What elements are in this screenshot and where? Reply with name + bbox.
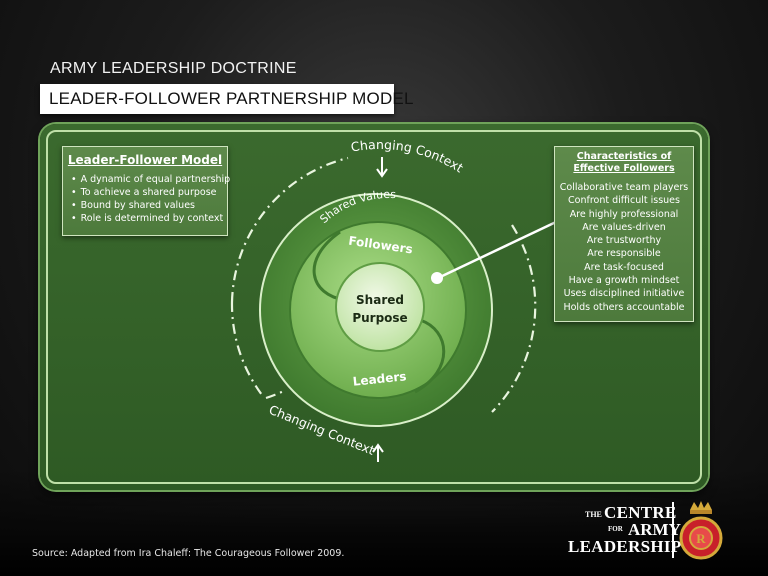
characteristics-heading-line1: Characteristics of	[576, 151, 672, 162]
characteristic-item: Are highly professional	[569, 208, 679, 220]
logo-army: ARMY	[628, 520, 681, 539]
crest-icon: R	[679, 501, 723, 560]
effective-followers-box: Characteristics of Effective Followers C…	[554, 146, 694, 322]
characteristic-item: Holds others accountable	[563, 301, 685, 313]
characteristics-heading-line2: Effective Followers	[573, 163, 675, 174]
model-bullet: To achieve a shared purpose	[71, 186, 227, 199]
center-label-line2: Purpose	[352, 311, 407, 325]
logo-centre: CENTRE	[604, 503, 677, 522]
logo-leadership: LEADERSHIP	[568, 537, 682, 556]
characteristics-heading: Characteristics of Effective Followers	[555, 151, 693, 175]
arrow-up-icon	[372, 443, 384, 462]
characteristic-item: Are task-focused	[584, 261, 664, 273]
model-bullet: A dynamic of equal partnership	[71, 173, 231, 186]
leaders-label: Leaders	[352, 369, 407, 389]
context-circle-right	[491, 224, 537, 413]
characteristic-item: Uses disciplined initiative	[563, 288, 685, 300]
connector-line	[437, 220, 557, 280]
swirl-divider	[312, 230, 446, 394]
svg-text:R: R	[696, 531, 706, 546]
characteristic-item: Are responsible	[587, 248, 661, 260]
characteristic-item: Confront difficult issues	[568, 195, 680, 207]
shared-purpose-circle	[335, 262, 425, 352]
characteristics-list: Collaborative team players Confront diff…	[555, 181, 693, 314]
characteristic-item: Collaborative team players	[559, 182, 689, 193]
page-title-box: LEADER-FOLLOWER PARTNERSHIP MODEL	[40, 84, 413, 114]
leader-follower-model-box: Leader-Follower Model A dynamic of equal…	[62, 146, 231, 236]
logo-the: THE	[585, 510, 602, 519]
characteristic-item: Have a growth mindset	[568, 275, 680, 287]
model-box-heading: Leader-Follower Model	[67, 153, 223, 167]
model-bullet: Bound by shared values	[71, 199, 227, 212]
context-circle-bottom	[265, 389, 287, 400]
characteristic-item: Are values-driven	[582, 221, 666, 233]
center-label-line1: Shared	[356, 293, 404, 307]
logo-for: FOR	[608, 525, 623, 533]
context-label-top: Changing Context	[350, 137, 466, 175]
characteristic-item: Are trustworthy	[586, 235, 662, 247]
arrow-down-icon	[376, 157, 388, 178]
source-citation: Source: Adapted from Ira Chaleff: The Co…	[32, 548, 345, 559]
model-bullet: Role is determined by context	[71, 212, 227, 225]
context-circle-left	[230, 301, 263, 396]
connector-dot	[431, 272, 443, 284]
logo-divider	[672, 502, 674, 558]
page-title: LEADER-FOLLOWER PARTNERSHIP MODEL	[49, 89, 414, 108]
page-subtitle: ARMY LEADERSHIP DOCTRINE	[50, 60, 297, 77]
context-circle-top	[230, 156, 349, 303]
model-bullet-list: A dynamic of equal partnership To achiev…	[71, 173, 231, 225]
